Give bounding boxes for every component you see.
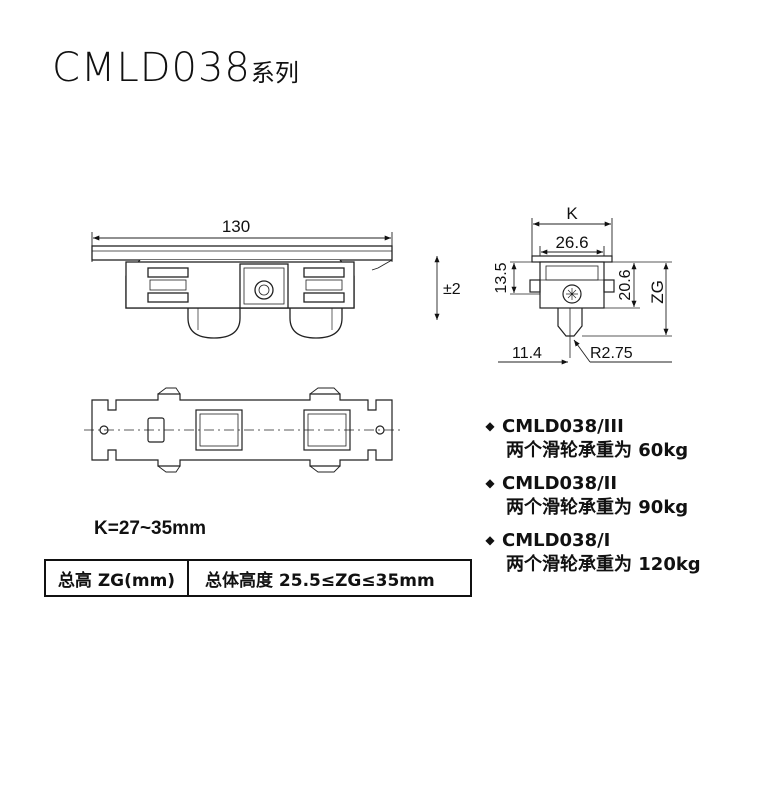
k-range-note: K=27~35mm [94, 518, 206, 539]
model-item: ◆ CMLD038/II 两个滑轮承重为 90kg [484, 471, 774, 521]
title-model: CMLD038 [52, 45, 251, 91]
model-list: ◆ CMLD038/III 两个滑轮承重为 60kg ◆ CMLD038/II 两个… [484, 414, 774, 585]
diamond-bullet-icon: ◆ [485, 419, 495, 433]
zg-label: ZG [648, 280, 667, 304]
model-load: 两个滑轮承重为 120kg [506, 554, 701, 575]
top-view [84, 387, 400, 473]
length-label: 130 [222, 217, 250, 236]
wheel-left [187, 308, 241, 339]
spec-value-cell: 总体高度 25.5≤ZG≤35mm [205, 570, 435, 591]
k-label: K [566, 204, 578, 223]
width-26-6-label: 26.6 [555, 233, 588, 252]
radius-label: R2.75 [590, 345, 633, 362]
spec-table: 总高 ZG(mm) 总体高度 25.5≤ZG≤35mm [44, 559, 472, 597]
spec-label-cell: 总高 ZG(mm) [46, 561, 189, 595]
dim-13-5-label: 13.5 [493, 262, 510, 293]
adjust-screw [254, 280, 274, 300]
dim-20-6-label: 20.6 [617, 269, 634, 300]
top-window-left [195, 409, 243, 451]
top-plate [91, 245, 393, 261]
model-item: ◆ CMLD038/III 两个滑轮承重为 60kg [484, 414, 774, 464]
title-suffix: 系列 [250, 59, 299, 87]
model-name: CMLD038/I [502, 529, 611, 551]
model-name: CMLD038/III [502, 415, 624, 437]
model-item: ◆ CMLD038/I 两个滑轮承重为 120kg [484, 528, 774, 578]
diamond-bullet-icon: ◆ [485, 476, 495, 490]
diamond-bullet-icon: ◆ [485, 533, 495, 547]
model-name: CMLD038/II [502, 472, 618, 494]
page-title: CMLD038系列 [52, 48, 299, 88]
wheel-right [289, 308, 343, 339]
model-load: 两个滑轮承重为 90kg [506, 497, 689, 518]
front-view [91, 232, 393, 339]
tolerance-label: ±2 [443, 281, 461, 298]
side-screw [562, 284, 582, 304]
center-block [239, 263, 289, 309]
side-body [539, 261, 605, 309]
model-load: 两个滑轮承重为 60kg [506, 440, 689, 461]
side-view [498, 218, 672, 365]
dim-11-4-label: 11.4 [512, 345, 542, 362]
